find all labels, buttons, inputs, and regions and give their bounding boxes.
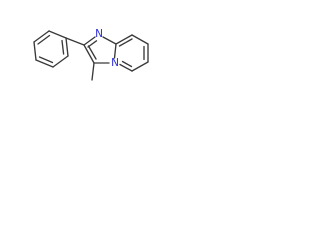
bond-c3-c2-inner	[87, 45, 97, 60]
bond-ph4-ph5	[52, 55, 69, 68]
bond-phenyl-c2	[65, 37, 85, 46]
bond-c8a-c8	[115, 34, 133, 45]
atom-label-n-ring: N	[95, 28, 103, 40]
bond-c5-n4	[119, 63, 133, 72]
bond-ph3-ph4	[65, 37, 69, 57]
bond-ph2-ph3	[48, 30, 67, 39]
bond-c3-c2	[83, 44, 95, 64]
imidazole-ring	[83, 36, 117, 64]
phenyl-ring	[33, 30, 69, 68]
bond-c5-n4-inner	[121, 60, 133, 68]
bond-ph5-ph6	[35, 59, 54, 68]
bond-ph5-ph6-inner	[38, 56, 54, 64]
molecule-drawing: N N	[33, 28, 149, 81]
structure-canvas: N N	[0, 0, 209, 107]
bond-c2-n1-inner	[87, 40, 98, 48]
bond-ph1-ph2-inner	[37, 34, 51, 45]
bond-c8a-n4	[113, 43, 117, 59]
atom-label-n-bridge: N	[111, 57, 119, 69]
bond-ph6-ph1	[33, 41, 37, 61]
bond-c2-n1	[83, 36, 96, 46]
bond-c8-c7	[131, 34, 149, 45]
bond-c6-c5	[131, 61, 149, 72]
bond-ph3-ph4-inner	[61, 39, 65, 55]
bond-c8a-c8-inner	[118, 38, 133, 47]
bond-ph1-ph2	[33, 30, 50, 43]
bond-c3-methyl	[91, 62, 95, 81]
bond-n1-c8a	[102, 36, 117, 45]
pyridine-ring	[115, 34, 149, 72]
